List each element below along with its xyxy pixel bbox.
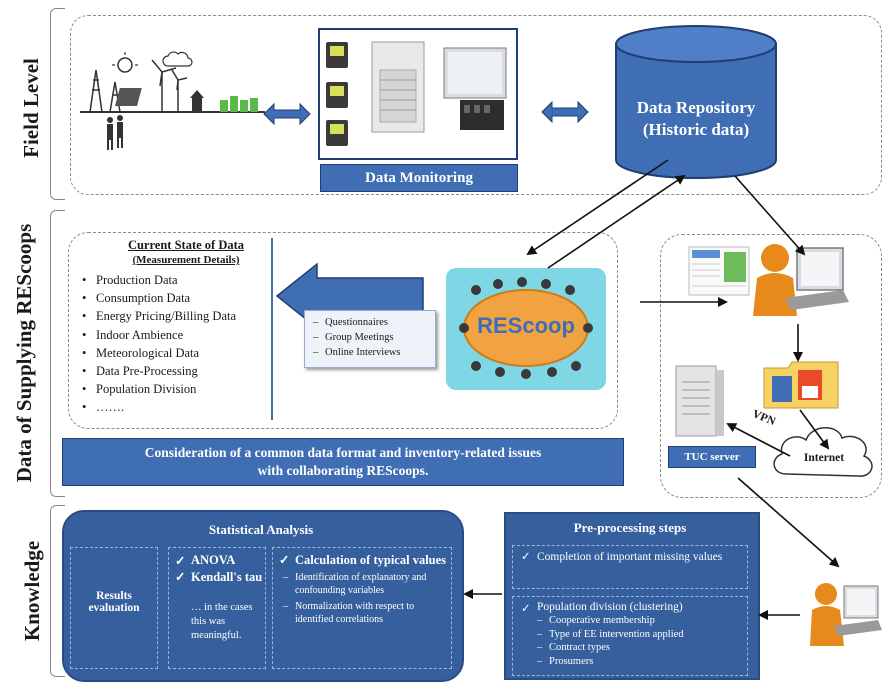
rescoop-logo-text: REScoop: [477, 313, 575, 338]
results-evaluation-text: Results evaluation: [88, 590, 140, 614]
tuc-server-label: TUC server: [668, 446, 756, 468]
field-level-box: [70, 15, 882, 195]
data-monitoring-label: Data Monitoring: [320, 164, 518, 192]
anova-item: ANOVA: [175, 553, 265, 569]
population-sub-item: Prosumers: [537, 655, 743, 669]
double-arrow-icon: [263, 102, 311, 126]
rescoop-logo: REScoop: [446, 268, 606, 390]
population-sub-item: Type of EE intervention applied: [537, 628, 743, 642]
population-sub-item: Cooperative membership: [537, 614, 743, 628]
list-item: Population Division: [80, 380, 270, 398]
monitoring-devices-icon: [326, 41, 507, 146]
banner-line-1: Consideration of a common data format an…: [144, 445, 542, 460]
knowledge-bracket: [50, 505, 65, 677]
list-item: Indoor Ambience: [80, 326, 270, 344]
measurement-list: Production Data Consumption Data Energy …: [80, 271, 270, 417]
internet-cloud-icon: [773, 427, 873, 477]
repository-title: Data Repository: [636, 98, 756, 117]
results-evaluation-box: Results evaluation: [70, 547, 158, 669]
method-item: Group Meetings: [313, 330, 435, 345]
current-state-subtitle: (Measurement Details): [132, 254, 240, 266]
population-item: Population division (clustering): [521, 601, 743, 615]
document-icon: [688, 246, 750, 296]
current-state-box: [68, 232, 618, 429]
kendall-note: … in the cases this was meaningful.: [191, 602, 253, 641]
calc-item: Normalization with respect to identified…: [283, 601, 447, 626]
folder-icon: [763, 361, 839, 409]
double-arrow-icon: [541, 100, 589, 124]
methods-box: Questionnaires Group Meetings Online Int…: [304, 310, 436, 368]
current-state-divider: [271, 238, 273, 420]
population-box: Population division (clustering) Coopera…: [512, 596, 748, 676]
internet-label: Internet: [803, 452, 845, 464]
network-box: [660, 234, 882, 498]
tuc-server-icon: [675, 365, 724, 437]
calc-title: Calculation of typical values: [279, 553, 447, 568]
tests-box: ANOVA Kendall's tau … in the cases this …: [168, 547, 266, 669]
repository-subtitle: (Historic data): [642, 120, 750, 139]
typical-values-box: Calculation of typical values Identifica…: [272, 547, 452, 669]
preprocessing-title: Pre-processing steps: [573, 520, 687, 535]
energy-landscape-icon: [80, 51, 265, 150]
completion-item: Completion of important missing values: [521, 550, 743, 565]
list-item: …….: [80, 398, 270, 416]
banner-line-2: with collaborating REScoops.: [257, 463, 429, 478]
calc-item: Identification of explanatory and confou…: [283, 572, 447, 597]
list-item: Energy Pricing/Billing Data: [80, 307, 270, 325]
statistical-analysis-title: Statistical Analysis: [208, 522, 314, 537]
list-item: Data Pre-Processing: [80, 362, 270, 380]
completion-box: Completion of important missing values: [512, 545, 748, 589]
field-level-bracket: [50, 8, 65, 200]
data-repository-cylinder: [615, 25, 777, 179]
supply-bracket: [50, 210, 65, 497]
common-format-banner: Consideration of a common data format an…: [62, 438, 624, 486]
monitoring-devices-frame: [318, 28, 518, 160]
list-item: Consumption Data: [80, 289, 270, 307]
user-laptop-icon: [753, 244, 849, 316]
method-item: Online Interviews: [313, 345, 435, 360]
current-state-title: Current State of Data: [127, 238, 245, 252]
method-item: Questionnaires: [313, 315, 435, 330]
analyst-laptop-icon: [810, 583, 882, 646]
list-item: Production Data: [80, 271, 270, 289]
population-sub-item: Contract types: [537, 641, 743, 655]
kendall-item: Kendall's tau: [175, 570, 265, 585]
list-item: Meteorological Data: [80, 344, 270, 362]
